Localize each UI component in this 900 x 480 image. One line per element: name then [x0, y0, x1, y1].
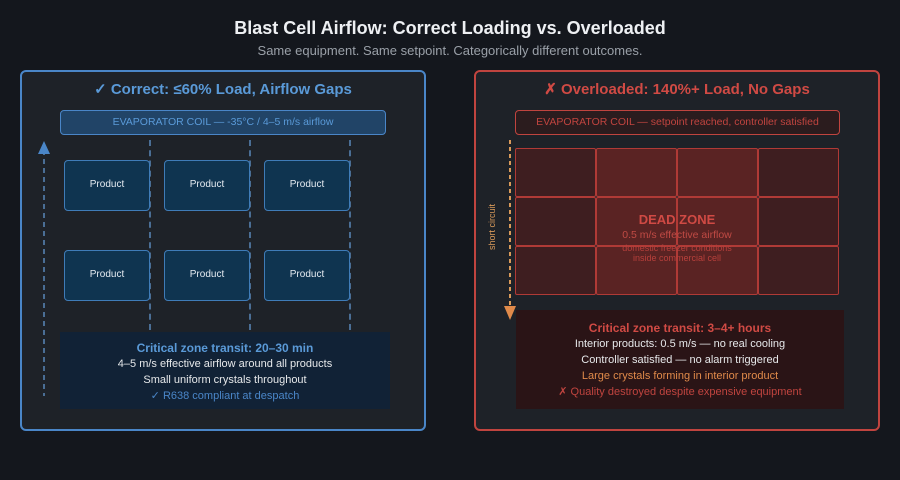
product-cell	[596, 246, 677, 295]
info-line: Controller satisfied — no alarm triggere…	[581, 354, 779, 366]
product-cell	[596, 197, 677, 246]
overloaded-heading: ✗ Overloaded: 140%+ Load, No Gaps	[544, 81, 810, 98]
info-result: ✓ R638 compliant at despatch	[150, 390, 300, 402]
info-warning: Large crystals forming in interior produ…	[581, 370, 779, 382]
airflow-gap-line	[349, 140, 351, 330]
correct-info-box: Critical zone transit: 20–30 min 4–5 m/s…	[60, 332, 390, 409]
page-title: Blast Cell Airflow: Correct Loading vs. …	[234, 18, 666, 38]
product-cell	[515, 246, 596, 295]
product-box: Product	[164, 160, 250, 211]
product-cell	[515, 197, 596, 246]
info-title: Critical zone transit: 20–30 min	[136, 341, 314, 355]
info-line: Interior products: 0.5 m/s — no real coo…	[574, 338, 786, 350]
dead-zone-note: inside commercial cell	[632, 253, 722, 263]
short-circuit-label: short circuit	[487, 204, 497, 251]
overloaded-info-box: Critical zone transit: 3–4+ hours Interi…	[516, 310, 844, 409]
product-cell	[677, 246, 758, 295]
page-subtitle: Same equipment. Same setpoint. Categoric…	[257, 43, 643, 58]
product-cell	[677, 148, 758, 197]
dead-zone-label: DEAD ZONE 0.5 m/s effective airflow dome…	[577, 212, 777, 263]
dead-zone-airflow: 0.5 m/s effective airflow	[622, 229, 732, 241]
evaporator-coil-overloaded: EVAPORATOR COIL — setpoint reached, cont…	[515, 110, 840, 135]
product-box: Product	[64, 160, 150, 211]
product-cell	[596, 148, 677, 197]
product-cell	[677, 197, 758, 246]
product-box: Product	[164, 250, 250, 301]
dead-zone-note: domestic freezer conditions	[622, 243, 732, 253]
airflow-up-arrow-icon	[38, 141, 50, 396]
info-result: ✗ Quality destroyed despite expensive eq…	[558, 386, 802, 398]
product-box: Product	[64, 250, 150, 301]
product-box: Product	[264, 250, 350, 301]
info-line: 4–5 m/s effective airflow around all pro…	[117, 358, 333, 370]
product-cell	[758, 148, 839, 197]
product-cell	[515, 148, 596, 197]
overloaded-product-grid	[515, 148, 839, 295]
airflow-gap-line	[249, 140, 251, 330]
airflow-gap-line	[149, 140, 151, 330]
correct-heading: ✓ Correct: ≤60% Load, Airflow Gaps	[94, 81, 352, 98]
product-box: Product	[264, 160, 350, 211]
short-circuit-down-arrow-icon	[504, 140, 516, 320]
info-title: Critical zone transit: 3–4+ hours	[588, 321, 772, 335]
evaporator-coil-correct: EVAPORATOR COIL — -35°C / 4–5 m/s airflo…	[60, 110, 386, 135]
product-cell	[758, 197, 839, 246]
dead-zone-title: DEAD ZONE	[638, 212, 716, 227]
product-cell	[758, 246, 839, 295]
info-line: Small uniform crystals throughout	[143, 374, 307, 386]
